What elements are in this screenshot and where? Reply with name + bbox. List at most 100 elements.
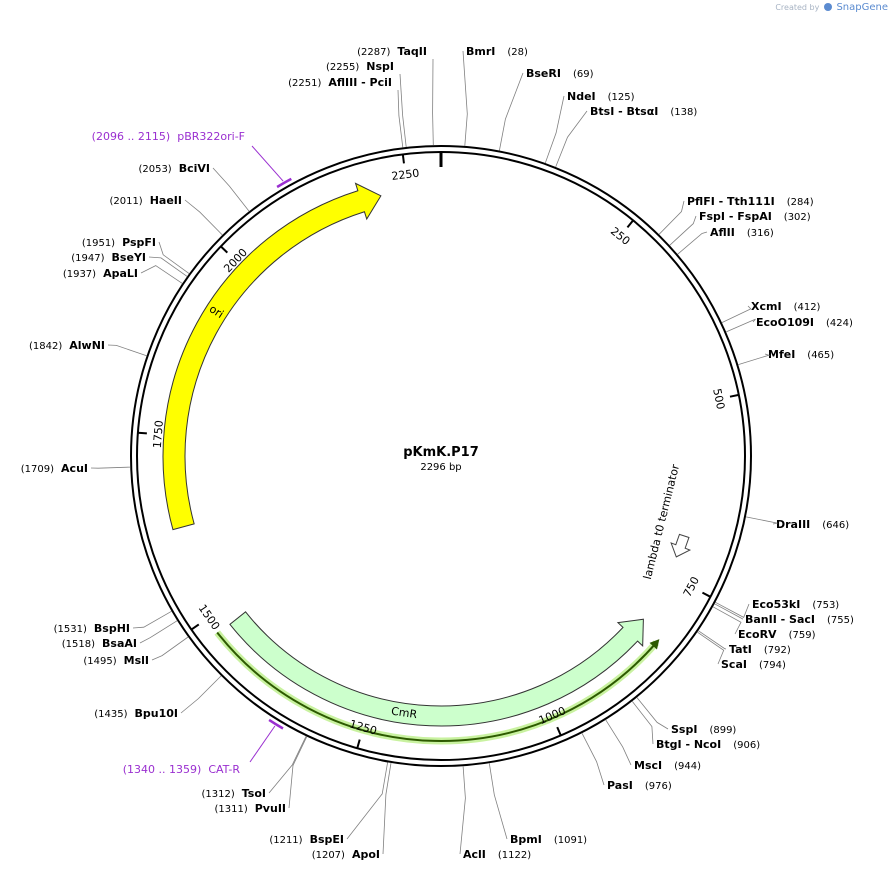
site-bseri: BseRI(69) xyxy=(499,67,594,151)
site-name: BspEI xyxy=(310,833,344,846)
primers-layer: (2096 .. 2115) pBR322ori-F (1340 .. 1359)C… xyxy=(92,130,292,776)
feature-label-cmr: CmR xyxy=(390,705,418,722)
primer-name: pBR322ori-F xyxy=(177,130,245,143)
site-leader-line xyxy=(346,762,388,840)
site-bsaai: (1518)BsaAI xyxy=(62,620,178,650)
site-label: (2251)AflIII - PciI xyxy=(288,76,392,89)
site-draiii: DraIII(646) xyxy=(745,516,849,531)
site-name: PflFI - Tth111I xyxy=(687,195,775,208)
site-leader-line xyxy=(677,231,708,255)
site-leader-line xyxy=(581,733,605,786)
site-name: NdeI xyxy=(567,90,596,103)
site-leader-line xyxy=(715,601,750,618)
site-name: PvuII xyxy=(255,802,286,815)
site-label: (1312)TsoI xyxy=(201,787,266,800)
tick-mark xyxy=(137,431,147,435)
site-leader-line xyxy=(432,58,434,146)
site-position: (1495) xyxy=(83,656,116,667)
site-alwni: (1842)AlwNI xyxy=(29,339,147,357)
primer-range: (2096 .. 2115) xyxy=(92,130,171,143)
site-position: (1531) xyxy=(54,624,87,635)
site-label: PflFI - Tth111I (284) xyxy=(687,195,814,208)
credit-prefix: Created by xyxy=(775,3,820,12)
site-apali: (1937)ApaLI xyxy=(63,265,183,284)
site-label: BtsI - BtsαI(138) xyxy=(590,105,697,118)
site-tati: TatI(792) xyxy=(698,630,791,656)
site-label: BmrI (28) xyxy=(466,45,528,58)
site-label: TatI(792) xyxy=(729,643,791,656)
feature-cmr-arrow xyxy=(229,611,644,727)
site-position: (28) xyxy=(507,47,528,58)
tick-label: 1000 xyxy=(537,704,568,727)
site-position: (2053) xyxy=(138,164,171,175)
orf-line xyxy=(216,631,658,742)
site-name: FspI - FspAI xyxy=(699,210,772,223)
site-leader-line xyxy=(698,630,727,650)
site-bseyi: (1947)BseYI xyxy=(71,251,188,277)
site-position: (2287) xyxy=(357,47,390,58)
site-position: (755) xyxy=(827,615,854,626)
site-pvuii: (1311) PvuII xyxy=(214,736,308,815)
site-leader-line xyxy=(268,736,307,794)
site-position: (1435) xyxy=(94,709,127,720)
site-name: BmrI xyxy=(466,45,495,58)
site-leader-line xyxy=(605,719,632,766)
site-label: ScaI(794) xyxy=(721,658,786,671)
site-position: (1311) xyxy=(214,804,247,815)
site-scai: ScaI(794) xyxy=(697,631,786,671)
site-taqii: (2287)TaqII xyxy=(357,45,434,146)
site-ecorv: EcoRV(759) xyxy=(712,606,816,641)
site-pspfi: (1951)PspFI xyxy=(82,236,190,274)
site-bpmi: BpmI(1091) xyxy=(488,763,587,846)
site-leader-line xyxy=(212,167,250,212)
site-apoi: (1207)ApoI xyxy=(312,762,392,861)
tick-mark xyxy=(220,245,229,254)
site-label: (1842)AlwNI xyxy=(29,339,105,352)
site-name: PasI xyxy=(607,779,633,792)
tick-mark xyxy=(401,154,405,164)
site-name: NspI xyxy=(366,60,394,73)
site-bcivi: (2053)BciVI xyxy=(138,162,250,212)
site-leader-line xyxy=(180,675,222,714)
site-leader-line xyxy=(140,265,183,284)
tick-mark xyxy=(626,219,634,229)
site-fspi-fspai: FspI - FspAI(302) xyxy=(669,210,811,246)
site-eco53ki: Eco53kI(753) xyxy=(715,598,839,618)
site-leader-line xyxy=(459,766,466,855)
site-position: (1211) xyxy=(269,835,302,846)
site-name: HaeII xyxy=(150,194,182,207)
site-label: AflII(316) xyxy=(710,226,774,239)
site-pflfi-tth111i: PflFI - Tth111I (284) xyxy=(658,195,814,235)
snapgene-logo-icon xyxy=(823,3,832,11)
site-label: (1937)ApaLI xyxy=(63,267,138,280)
site-label: BseRI(69) xyxy=(526,67,594,80)
site-leader-line xyxy=(631,701,654,745)
site-leader-line xyxy=(382,762,392,855)
site-leader-line xyxy=(636,697,669,730)
site-leader-line xyxy=(726,318,756,333)
feature-ori-arrow xyxy=(162,182,382,531)
tick-label: 2250 xyxy=(391,167,420,183)
site-leader-line xyxy=(139,620,178,644)
site-afliii-pcii: (2251)AflIII - PciI xyxy=(288,76,404,148)
primer-cat-r-label: (1340 .. 1359)CAT-R xyxy=(123,763,241,776)
site-label: DraIII(646) xyxy=(776,518,849,531)
site-name: ApaLI xyxy=(103,267,138,280)
site-position: (1122) xyxy=(498,850,531,861)
site-position: (284) xyxy=(787,197,814,208)
site-bspei: (1211) BspEI xyxy=(269,762,388,846)
site-name: BseRI xyxy=(526,67,561,80)
site-label: (1531)BspHI xyxy=(54,622,130,635)
site-pasi: PasI (976) xyxy=(581,733,672,792)
site-sspi: SspI(899) xyxy=(636,697,736,736)
site-leader-line xyxy=(107,344,147,357)
primer-name: CAT-R xyxy=(208,763,240,776)
site-position: (412) xyxy=(794,302,821,313)
site-label: (1947)BseYI xyxy=(71,251,146,264)
site-label: MfeI(465) xyxy=(768,348,834,361)
site-position: (316) xyxy=(747,228,774,239)
site-position: (976) xyxy=(645,781,672,792)
backbone-outer-ring xyxy=(130,145,752,767)
plasmid-name: pKmK.P17 xyxy=(403,445,479,460)
site-bsphi: (1531)BspHI xyxy=(54,610,172,635)
